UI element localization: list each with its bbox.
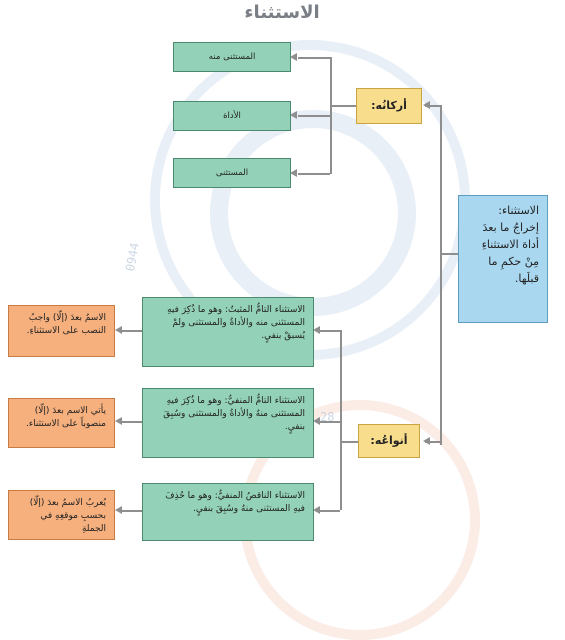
pillar-item-label: المستثنى [215, 167, 249, 178]
definition-box: الاستثناء: إخراجُ ما بعدَ أداة الاستثناء… [458, 195, 548, 323]
connector [320, 330, 340, 332]
connector [320, 510, 340, 512]
connector [298, 57, 330, 59]
arrow [313, 326, 320, 334]
watermark-code: 28 [320, 410, 335, 424]
arrow [115, 506, 122, 514]
connector [425, 441, 441, 443]
rule-text: يُعربُ الاسمُ بعدَ (إلّا) بحسبِ موقعِهِ … [29, 498, 106, 535]
pillars-label-box: أركانُه: [356, 88, 422, 124]
connector [298, 173, 330, 175]
connector [330, 105, 356, 107]
arrow [290, 53, 297, 61]
connector [298, 115, 330, 117]
definition-label: الاستثناء: [498, 204, 539, 217]
pillar-item: الأداة [173, 101, 291, 131]
connector [340, 330, 342, 510]
rule-box: يأتي الاسم بعدَ (إلّا) منصوباً على الاست… [8, 398, 115, 448]
watermark-ring-inner [210, 110, 416, 316]
connector [122, 330, 142, 332]
connector [340, 441, 358, 443]
page-title: الاستثناء [244, 2, 320, 23]
pillars-label: أركانُه: [371, 99, 407, 113]
connector [440, 105, 442, 445]
connector [330, 57, 332, 174]
pillar-item-label: المستثنى منه [208, 51, 256, 62]
arrow [115, 417, 122, 425]
rule-text: يأتي الاسم بعدَ (إلّا) منصوباً على الاست… [26, 406, 106, 430]
connector [122, 510, 142, 512]
arrow [313, 417, 320, 425]
types-label-box: أنواعُه: [358, 424, 420, 458]
pillar-item: المستثنى [173, 158, 291, 188]
type-item: الاستثناء الناقصُ المنفيُّ: وهو ما حُذِف… [142, 483, 314, 541]
type-item-text: الاستثناء الناقصُ المنفيُّ: وهو ما حُذِف… [165, 491, 305, 515]
watermark-number: 0944 [123, 241, 142, 273]
arrow [313, 506, 320, 514]
type-item: الاستثناء التامُّ المنفيُّ: وهو ما ذُكِر… [142, 388, 314, 458]
arrow [115, 326, 122, 334]
arrow [290, 111, 297, 119]
pillar-item-label: الأداة [223, 110, 241, 121]
connector [320, 421, 340, 423]
types-label: أنواعُه: [370, 434, 408, 448]
rule-text: الاسمُ بعدَ (إلّا) واجبُ النصب على الاست… [26, 313, 106, 337]
connector [122, 421, 142, 423]
type-item-text: الاستثناء التامُّ المثبتُ: وهو ما ذُكِرَ… [167, 305, 305, 342]
pillar-item: المستثنى منه [173, 42, 291, 72]
type-item: الاستثناء التامُّ المثبتُ: وهو ما ذُكِرَ… [142, 297, 314, 367]
connector [425, 105, 441, 107]
type-item-text: الاستثناء التامُّ المنفيُّ: وهو ما ذُكِر… [163, 396, 305, 433]
definition-text: إخراجُ ما بعدَ أداة الاستثناءِ مِنْ حكمِ… [481, 221, 539, 286]
connector [440, 253, 458, 255]
rule-box: يُعربُ الاسمُ بعدَ (إلّا) بحسبِ موقعِهِ … [8, 490, 115, 540]
arrow [290, 169, 297, 177]
rule-box: الاسمُ بعدَ (إلّا) واجبُ النصب على الاست… [8, 305, 115, 357]
